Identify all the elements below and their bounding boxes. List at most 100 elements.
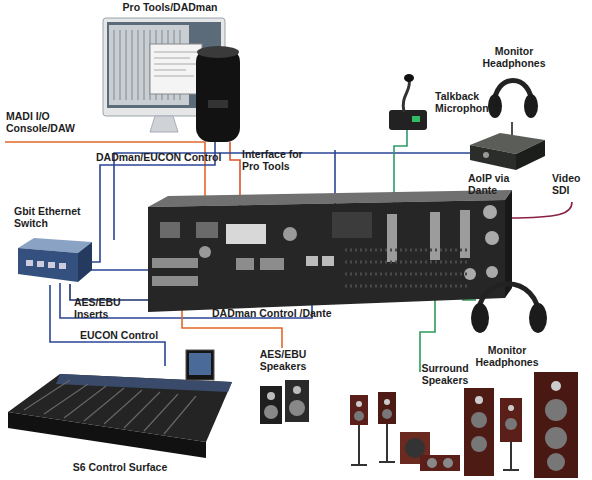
speaker-icon: [350, 395, 368, 425]
speaker-icon: [264, 405, 278, 419]
headphone-amp-icon: [483, 152, 489, 158]
speaker-icon: [350, 372, 578, 478]
signal-label: Video SDI: [552, 172, 590, 196]
headphone-amp-icon: [516, 140, 545, 170]
signal-wire: [86, 269, 150, 271]
headphones-icon: [471, 284, 547, 333]
device-label: Gbit Ethernet Switch: [14, 205, 92, 229]
interface-unit: [322, 256, 334, 266]
computer-illustration: [208, 100, 228, 108]
headphone-amp-icon: [470, 145, 516, 170]
speaker-icon: [384, 399, 390, 405]
speaker-icon: [289, 400, 305, 416]
signal-wire: [506, 202, 572, 218]
speaker-icon: [464, 388, 494, 476]
interface-unit: [345, 250, 470, 286]
interface-unit: [283, 227, 297, 241]
interface-unit: [332, 212, 372, 238]
control-surface-icon: [186, 350, 214, 380]
interface-unit: [260, 258, 284, 270]
interface-unit: [160, 222, 180, 238]
interface-unit: [152, 258, 198, 268]
device-node: Gbit Ethernet Switch: [12, 205, 92, 285]
interface-unit: [152, 276, 198, 286]
signal-wire: [5, 122, 572, 372]
headphones-icon: [488, 81, 538, 119]
ethernet-switch-icon: [26, 260, 33, 266]
signal-label: AES/EBU Inserts: [74, 296, 136, 320]
control-surface-icon: [189, 353, 211, 375]
talkback-mic-icon: [412, 116, 420, 122]
interface-unit: [148, 190, 512, 312]
device-label: Monitor Headphones: [464, 344, 550, 368]
control-surface-icon: [24, 380, 196, 434]
ethernet-switch-icon: [59, 263, 66, 269]
device-label: Surround Speakers: [410, 362, 480, 386]
ethernet-cable: [50, 285, 165, 366]
signal-label: Interface for Pro Tools: [242, 148, 322, 172]
ethernet-switch-icon: [18, 248, 78, 282]
speaker-icon: [351, 425, 367, 465]
speaker-icon: [508, 405, 514, 411]
interface-unit: [430, 212, 440, 260]
computer-illustration: [103, 18, 240, 142]
speaker-icon: [471, 436, 487, 452]
speaker-icon: [545, 427, 567, 449]
talkback-mic-icon: [404, 74, 414, 82]
device-node: Monitor Headphones: [476, 45, 552, 125]
headphone-amp-icon: [470, 133, 545, 170]
interface-unit: [199, 246, 211, 258]
speaker-icon: [379, 424, 395, 462]
speaker-icon: [285, 380, 309, 422]
speaker-icon: [505, 418, 517, 430]
interface-unit: [148, 200, 505, 312]
device-node: AES/EBU Speakers: [246, 348, 320, 428]
device-node: S6 Control Surface: [5, 366, 235, 476]
device-node: Pro Tools/DADman: [95, 0, 245, 142]
interface-unit: [485, 231, 499, 245]
interface-unit: [306, 256, 318, 266]
speaker-icon: [443, 458, 453, 468]
speaker-icon: [260, 386, 282, 424]
ethernet-switch-icon: [37, 261, 44, 267]
speaker-icon: [551, 381, 561, 391]
interface-unit: [387, 214, 397, 262]
talkback-mic-icon: [389, 110, 427, 130]
ethernet-switch-icon: [18, 238, 92, 282]
device-label: Pro Tools/DADman: [95, 1, 245, 13]
interface-unit: [236, 258, 254, 270]
speaker-icon: [503, 442, 519, 470]
speaker-icon: [547, 453, 565, 471]
computer-illustration: [197, 46, 239, 58]
speaker-icon: [354, 411, 364, 421]
talkback-mic-icon: [403, 80, 409, 112]
speaker-icon: [260, 380, 309, 424]
speaker-icon: [420, 455, 460, 471]
interface-unit: [486, 266, 498, 278]
device-node: Surround Speakers: [340, 362, 585, 478]
talkback-mic-icon: [389, 74, 427, 130]
device-label: Monitor Headphones: [476, 45, 552, 69]
computer-illustration: [196, 48, 240, 142]
cable-label: EUCON Control: [80, 329, 158, 341]
device-label: S6 Control Surface: [35, 461, 205, 473]
computer-illustration: [150, 44, 202, 94]
interface-unit: [483, 205, 497, 219]
control-surface-icon: [8, 350, 232, 458]
headphones-icon: [529, 303, 547, 333]
device-node: Talkback Microphone: [385, 78, 497, 134]
speaker-icon: [356, 401, 362, 407]
speaker-icon: [293, 386, 301, 394]
speaker-icon: [471, 412, 487, 428]
interface-unit: [226, 224, 266, 244]
speaker-icon: [267, 392, 275, 400]
signal-label: AoIP via Dante: [468, 172, 524, 196]
headphones-icon: [471, 303, 489, 333]
speaker-icon: [500, 398, 522, 442]
computer-illustration: [154, 52, 198, 76]
speaker-icon: [545, 399, 567, 421]
cable-label: DADman/EUCON Control: [96, 151, 221, 163]
